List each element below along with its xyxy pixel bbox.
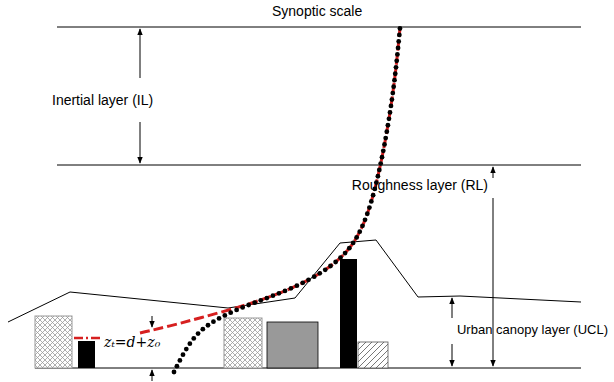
building-black-tall (340, 259, 357, 368)
measured-profile-dot (394, 65, 399, 70)
scale-label: Synoptic scale (272, 3, 362, 19)
building-grey (267, 322, 318, 368)
measured-profile-dot (312, 274, 317, 279)
ucl-arrow-down (452, 344, 453, 366)
measured-profile-dot (390, 91, 395, 96)
measured-profile-dot (365, 211, 370, 216)
measured-profile-dot (222, 313, 227, 318)
measured-profile-dot (240, 305, 245, 310)
measured-profile-dot (228, 310, 233, 315)
canopy-outline (8, 240, 581, 322)
measured-profile-dot (396, 46, 401, 51)
synoptic-line (57, 27, 581, 28)
zt-arrow-up (152, 370, 153, 381)
measured-profile-dot (384, 129, 389, 134)
measured-profile-dot (294, 283, 299, 288)
measured-profile-dot (382, 142, 387, 147)
measured-profile-dot (264, 296, 269, 301)
measured-profile-dot (177, 358, 182, 363)
layer-label: Inertial layer (IL) (52, 92, 153, 108)
measured-profile-dot (328, 264, 333, 269)
measured-profile-dot (389, 104, 394, 109)
measured-profile-dot (391, 84, 396, 89)
measured-profile-dot (347, 246, 352, 251)
measured-profile-dot (396, 39, 401, 44)
rl-arrow-down (493, 198, 494, 366)
measured-profile-dot (184, 347, 189, 352)
displacement-marker (74, 337, 101, 340)
measured-profile-dot (387, 116, 392, 121)
measured-profile-dot (394, 58, 399, 63)
measured-profile-dot (395, 52, 400, 57)
measured-profile-dot (277, 291, 282, 296)
measured-profile-dot (392, 78, 397, 83)
measured-profile-dot (388, 110, 393, 115)
wind-profiles (140, 26, 402, 374)
measured-profile-dot (306, 277, 311, 282)
layer-label: Roughness layer (RL) (352, 177, 488, 193)
measured-profile-dot (289, 286, 294, 291)
measured-profile-dot (175, 364, 180, 369)
measured-profile-dot (217, 316, 222, 321)
measured-profile-dot (377, 168, 382, 173)
measured-profile-dot (323, 267, 328, 272)
measured-profile-dot (351, 241, 356, 246)
measured-profile-dot (333, 260, 338, 265)
measured-profile-dot (271, 293, 276, 298)
zt-arrow-down (152, 316, 153, 327)
equation-label: zₜ=d+z₀ (104, 334, 160, 350)
measured-profile-dot (252, 300, 257, 305)
building-black-small (78, 341, 95, 368)
measured-profile-dot (300, 280, 305, 285)
measured-profile-dot (200, 327, 205, 332)
measured-profile-dot (181, 352, 186, 357)
building-diagonal-hatched (358, 342, 388, 368)
measured-profile-dot (371, 193, 376, 198)
measured-profile-dot (191, 336, 196, 341)
measured-profile-dot (360, 223, 365, 228)
measured-profile-dot (389, 97, 394, 102)
measured-profile-dot (397, 33, 402, 38)
measured-profile-dot (354, 235, 359, 240)
layer-label: Urban canopy layer (UCL) (457, 323, 608, 338)
rl-arrow-up (493, 167, 494, 178)
measured-profile-dot (357, 229, 362, 234)
building-hatched (35, 316, 72, 368)
il-arrow-up (140, 29, 141, 78)
measured-profile-dot (283, 288, 288, 293)
measured-profile-dot (398, 26, 403, 31)
measured-profile-dot (363, 217, 368, 222)
building-hatched (224, 318, 262, 368)
il-arrow-down (140, 122, 141, 163)
measured-profile-dot (258, 298, 263, 303)
measured-profile-dot (381, 148, 386, 153)
measured-profile-dot (338, 255, 343, 260)
measured-profile-dot (380, 155, 385, 160)
measured-profile-dot (367, 205, 372, 210)
measured-profile-dot (172, 370, 177, 375)
measured-profile-dot (383, 136, 388, 141)
measured-profile-dot (369, 199, 374, 204)
measured-profile-dot (386, 123, 391, 128)
measured-profile-dot (378, 161, 383, 166)
ucl-arrow-up (452, 298, 453, 318)
measured-profile-dot (187, 341, 192, 346)
measured-profile-dot (206, 323, 211, 328)
measured-profile-dot (343, 251, 348, 256)
measured-profile-dot (393, 71, 398, 76)
measured-profile-dot (246, 303, 251, 308)
measured-profile-dot (211, 319, 216, 324)
measured-profile-dot (196, 331, 201, 336)
measured-profile-dot (234, 308, 239, 313)
measured-profile-dot (317, 271, 322, 276)
inertial-bottom-line (57, 165, 581, 166)
